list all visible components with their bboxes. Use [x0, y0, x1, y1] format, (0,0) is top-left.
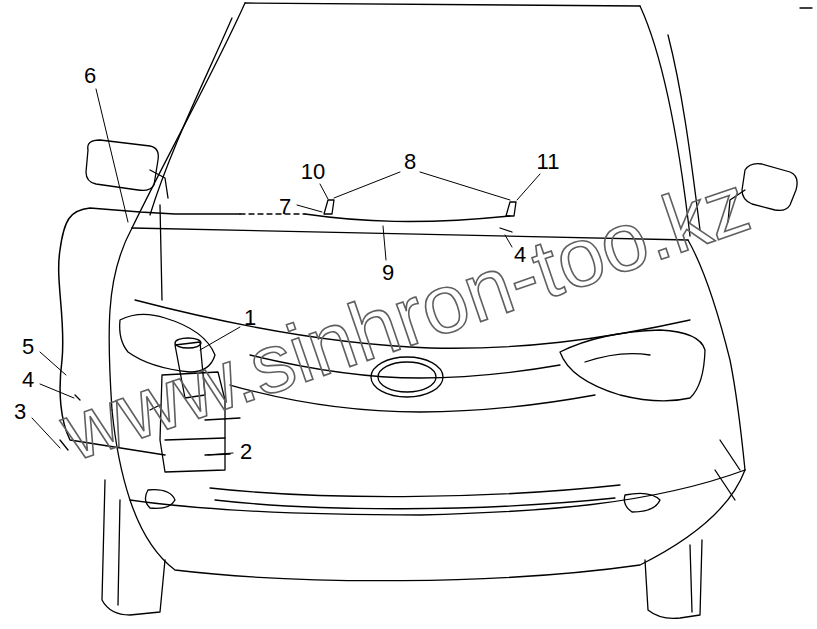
fog-lamp [145, 490, 175, 509]
watermark: www.sinhron-too.kz [51, 162, 759, 475]
fog-lamp [624, 493, 660, 512]
nozzle [506, 202, 516, 216]
bumper-lower [130, 470, 745, 581]
mark [800, 7, 812, 8]
tyre [690, 545, 692, 612]
roof-line [245, 3, 640, 6]
leader-line [320, 184, 328, 199]
tyre [645, 540, 702, 618]
washer-hose [160, 205, 162, 300]
tyre [102, 480, 165, 615]
callout-number: 6 [84, 65, 96, 87]
fender-detail [715, 440, 740, 500]
leader-line [96, 89, 128, 222]
fender-right [688, 240, 745, 470]
callout-number: 3 [14, 401, 26, 423]
headlamp-detail [585, 354, 650, 362]
mirror-arm [150, 170, 168, 198]
callout-number: 11 [537, 151, 560, 173]
leader-line [517, 174, 540, 200]
tyre [118, 500, 120, 605]
mirror [86, 140, 158, 190]
nozzle [324, 200, 334, 214]
callout-number: 5 [22, 336, 34, 358]
bumper-line [210, 485, 620, 497]
bumper-line [215, 498, 615, 509]
callout-number: 4 [22, 369, 34, 391]
callout-number: 8 [404, 151, 416, 173]
callout-number: 7 [279, 196, 291, 218]
callout-number: 10 [301, 161, 325, 183]
a-pillar-inner [150, 18, 232, 215]
leader-line [40, 352, 66, 375]
leader-line [32, 418, 60, 448]
washer-hose [240, 213, 305, 214]
a-pillar [132, 3, 245, 228]
leader-line [297, 205, 322, 212]
headlamp [560, 330, 705, 401]
washer-hose [305, 214, 510, 222]
mirror [742, 164, 797, 211]
callout-number: 2 [240, 441, 252, 463]
leader-line [208, 453, 233, 455]
leader-line [383, 226, 386, 260]
leader-line [334, 172, 510, 200]
